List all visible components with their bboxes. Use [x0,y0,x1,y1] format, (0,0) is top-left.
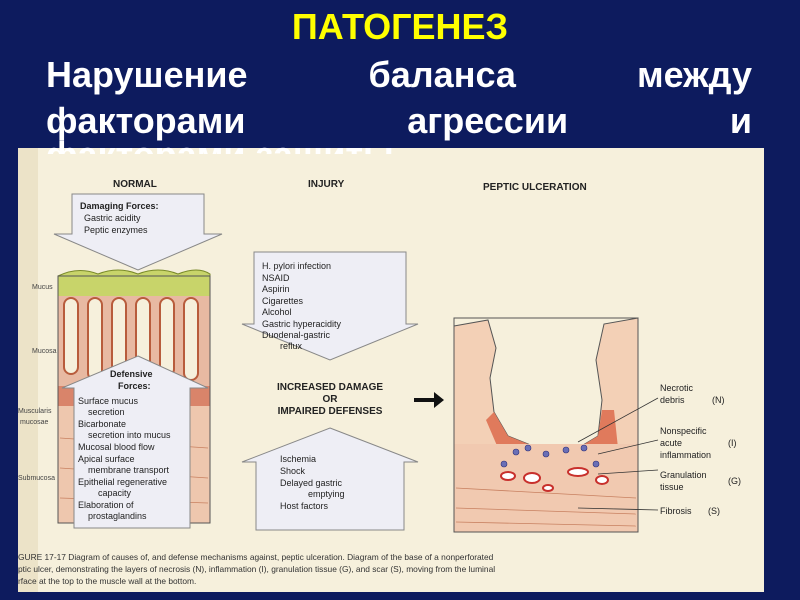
injury-item: Cigarettes [262,296,304,306]
defensive-item: secretion into mucus [88,430,171,440]
panel-normal-label: NORMAL [113,179,157,190]
impair-item: Host factors [280,501,329,511]
defensive-title-2: Forces: [118,381,151,391]
defensive-item: Elaboration of [78,500,134,510]
ulcer-label-inflammation: inflammation [660,450,711,460]
defensive-item: secretion [88,407,125,417]
impair-item: Ischemia [280,454,316,464]
layer-label-submucosa: Submucosa [18,475,55,482]
ulcer-label-necrotic: Necrotic [660,383,694,393]
damaging-item-1: Gastric acidity [84,213,141,223]
figure-margin [18,148,38,592]
defensive-item: Bicarbonate [78,419,126,429]
slide-title: ПАТОГЕНЕЗ [291,6,509,47]
impair-item: emptying [308,489,345,499]
defensive-item: Mucosal blood flow [78,442,155,452]
damaging-item-2: Peptic enzymes [84,225,148,235]
ulcer-code-s: (S) [708,506,720,516]
ulcer-tissue [453,317,639,533]
defensive-item: Apical surface [78,454,135,464]
center-line-3: IMPAIRED DEFENSES [278,406,383,417]
injury-item: Gastric hyperacidity [262,319,342,329]
impair-arrow: Ischemia Shock Delayed gastric emptying … [241,427,419,531]
damaging-forces-arrow: Damaging Forces: Gastric acidity Peptic … [53,193,223,271]
ulcer-label-debris: debris [660,395,685,405]
caption-line-3: rface at the top to the muscle wall at t… [18,576,196,586]
injury-item: Duodenal-gastric [262,330,331,340]
subtitle-line-3: факторами защиты [46,132,394,154]
injury-item: NSAID [262,273,290,283]
defensive-forces-arrow: Defensive Forces: Surface mucus secretio… [61,355,209,529]
ulcer-code-g: (G) [728,476,741,486]
center-line-2: OR [323,394,339,405]
right-arrow-icon [414,392,444,408]
figure-diagram: NORMAL INJURY PEPTIC ULCERATION Mucus [18,148,764,592]
ulcer-label-tissue: tissue [660,482,684,492]
layer-label-muscularis: Muscularis [18,408,52,415]
caption-line-1: GURE 17-17 Diagram of causes of, and def… [18,552,494,562]
ulcer-pointers [577,397,659,511]
injury-item: reflux [280,341,303,351]
injury-arrow: H. pylori infection NSAID Aspirin Cigare… [241,251,419,361]
impair-item: Delayed gastric [280,478,343,488]
panel-injury-label: INJURY [308,179,345,190]
defensive-item: capacity [98,488,132,498]
injury-item: Aspirin [262,284,290,294]
ulcer-label-nonspecific: Nonspecific [660,426,707,436]
ulcer-label-acute: acute [660,438,682,448]
defensive-title-1: Defensive [110,369,153,379]
impair-item: Shock [280,466,306,476]
ulcer-label-fibrosis: Fibrosis [660,506,692,516]
defensive-item: Epithelial regenerative [78,477,167,487]
defensive-item: prostaglandins [88,511,147,521]
injury-item: H. pylori infection [262,261,331,271]
panel-ulcer-label: PEPTIC ULCERATION [483,182,587,193]
defensive-item: membrane transport [88,465,170,475]
layer-label-mucus: Mucus [32,284,53,291]
figure-svg: NORMAL INJURY PEPTIC ULCERATION Mucus [18,148,741,592]
caption-line-2: ptic ulcer, demonstrating the layers of … [18,564,495,574]
defensive-item: Surface mucus [78,396,139,406]
ulcer-code-i: (I) [728,438,737,448]
ulcer-code-n: (N) [712,395,725,405]
layer-label-mucosa: Mucosa [32,348,57,355]
layer-label-mucosae: mucosae [20,419,49,426]
slide-subtitle: Нарушение баланса между факторами агресс… [46,52,752,144]
subtitle-line-1: Нарушение баланса между [46,54,752,95]
subtitle-line-2: факторами агрессии и [46,100,752,141]
injury-item: Alcohol [262,307,292,317]
center-line-1: INCREASED DAMAGE [277,382,383,393]
damaging-title: Damaging Forces: [80,201,159,211]
ulcer-label-granulation: Granulation [660,470,707,480]
